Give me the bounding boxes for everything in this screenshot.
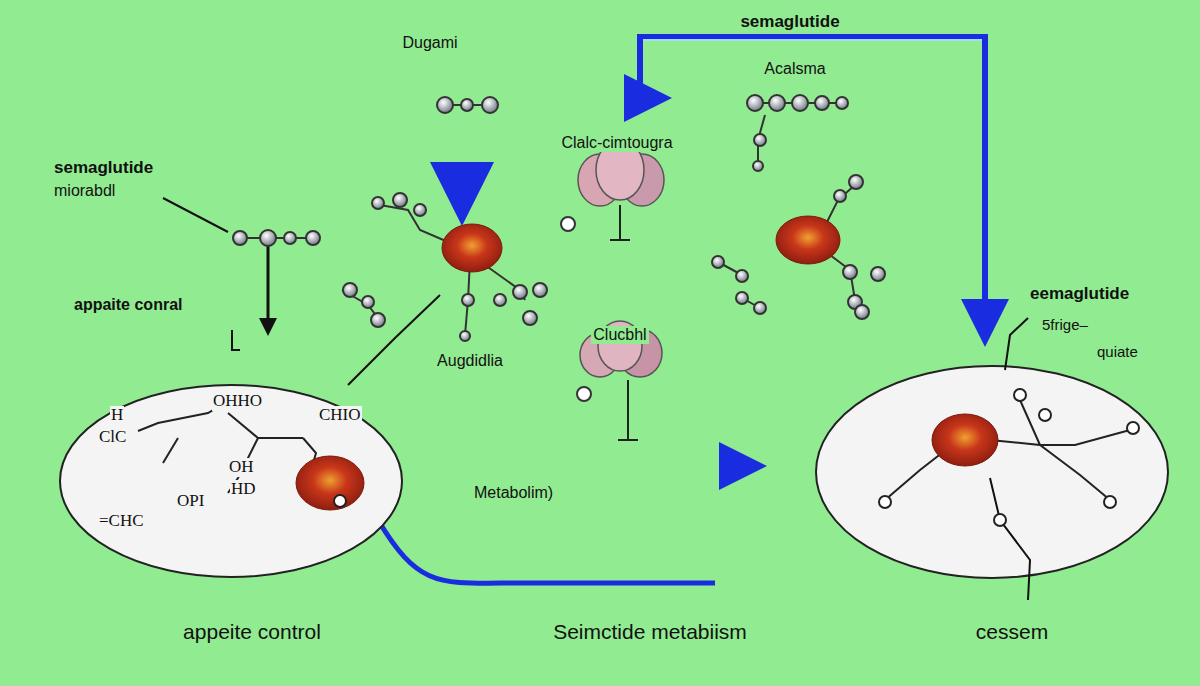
caption-label: cessem <box>974 620 1050 644</box>
label: Clucbhl <box>591 326 648 344</box>
label-heading: semaglutide <box>52 158 155 178</box>
label: quiate <box>1095 343 1140 360</box>
label: miorabdl <box>52 182 117 200</box>
chemical-label: OHHO <box>212 392 263 411</box>
caption-label: appeite control <box>181 620 323 644</box>
chemical-label: HD <box>230 480 257 499</box>
chemical-label: =CHC <box>98 512 145 531</box>
label: Metabolim) <box>472 484 555 502</box>
label-heading: eemaglutide <box>1028 284 1131 304</box>
molecule-ellipse: H OHHO CHIO ClC OH HD OPI =CHC <box>58 383 404 579</box>
chemical-label: OH <box>228 458 255 477</box>
label: Dugami <box>400 34 459 52</box>
chemical-label: CHIO <box>318 406 362 425</box>
chemical-label: H <box>110 406 124 425</box>
label: Acalsma <box>762 60 827 78</box>
label-heading: appaite conral <box>72 296 184 314</box>
caption-label: Seimctide metabiism <box>551 620 749 644</box>
label-title: semaglutide <box>738 12 841 32</box>
chemical-label: OPI <box>176 492 205 511</box>
label: Augdidlia <box>435 352 505 370</box>
chemical-label: ClC <box>98 428 127 447</box>
label: 5frige– <box>1040 316 1090 333</box>
label: Clalc-cimtougra <box>559 134 674 152</box>
